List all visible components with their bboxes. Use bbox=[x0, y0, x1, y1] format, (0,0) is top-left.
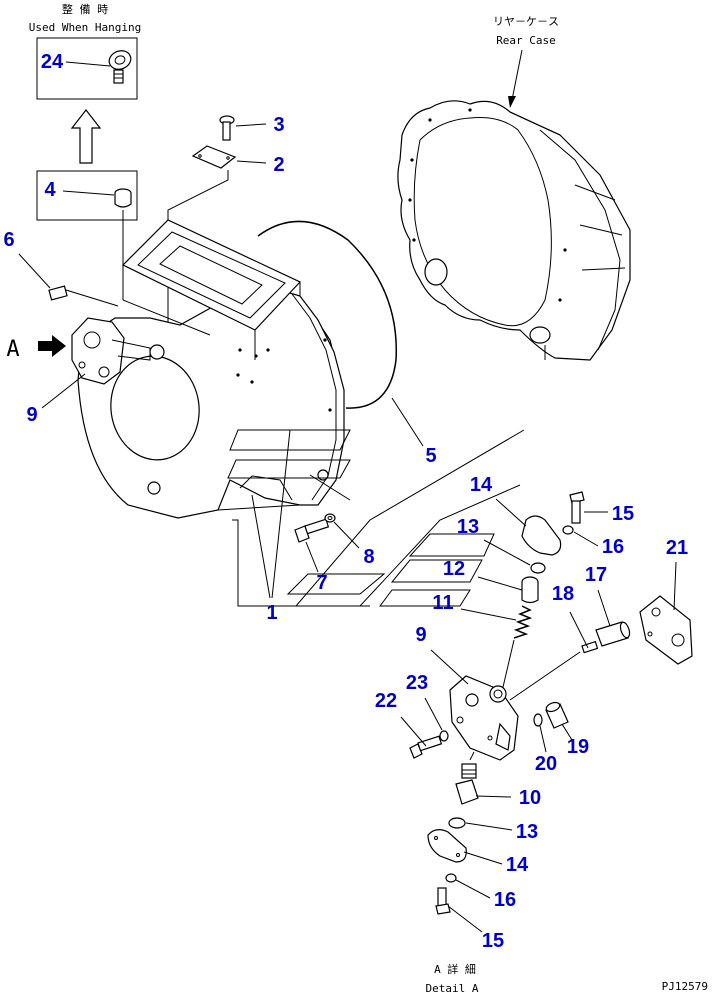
bolt-15-icon bbox=[569, 491, 585, 524]
spring-11-icon bbox=[513, 605, 533, 639]
eye-bolt-icon bbox=[108, 50, 132, 84]
rear-case-label-jp: リヤ－ケ－ス bbox=[493, 15, 559, 28]
callout-16-top: 16 bbox=[602, 536, 624, 558]
o-ring-20-icon bbox=[533, 713, 543, 727]
detail-planes bbox=[227, 429, 525, 607]
washer-8-icon bbox=[324, 513, 336, 523]
callout-10: 10 bbox=[519, 787, 541, 809]
bolt-7-icon bbox=[294, 518, 330, 543]
callout-19: 19 bbox=[567, 736, 589, 758]
seat-12-icon bbox=[521, 576, 539, 604]
callout-20: 20 bbox=[535, 753, 557, 775]
callout-9-detail: 9 bbox=[415, 624, 426, 646]
maint-label-en: Used When Hanging bbox=[29, 21, 142, 34]
callout-1: 1 bbox=[266, 602, 277, 624]
washer-16b-icon bbox=[445, 873, 457, 883]
cover-plate-icon bbox=[191, 145, 237, 169]
callout-18: 18 bbox=[552, 583, 574, 605]
callout-15-bottom: 15 bbox=[482, 930, 504, 952]
detail-title-jp: A 詳 細 bbox=[434, 962, 476, 976]
callout-22: 22 bbox=[375, 690, 397, 712]
cover-plate-14b-icon bbox=[427, 829, 467, 863]
callout-21: 21 bbox=[666, 537, 688, 559]
arrow-right-icon bbox=[38, 335, 66, 357]
callout-8: 8 bbox=[363, 546, 374, 568]
o-ring-13b-icon bbox=[448, 817, 466, 829]
callout-14-top: 14 bbox=[470, 474, 493, 496]
callout-14-bottom: 14 bbox=[506, 854, 529, 876]
bolt-22-icon bbox=[409, 735, 443, 759]
callout-23: 23 bbox=[406, 672, 428, 694]
view-marker-a: A bbox=[6, 337, 19, 362]
plug-10-icon bbox=[455, 763, 479, 805]
callout-11: 11 bbox=[432, 592, 453, 614]
valve-body-detail bbox=[449, 675, 519, 761]
drawing-code: PJ12579 bbox=[662, 980, 708, 993]
plug-19-icon bbox=[545, 701, 569, 729]
callout-13-top: 13 bbox=[457, 516, 479, 538]
pin-18-icon bbox=[581, 640, 599, 654]
plug-6-icon bbox=[48, 285, 68, 301]
callout-2: 2 bbox=[273, 154, 284, 176]
callout-13-bottom: 13 bbox=[516, 821, 538, 843]
o-ring-13-icon bbox=[530, 562, 546, 574]
detail-title-en: Detail A bbox=[426, 982, 479, 995]
rear-case-label-en: Rear Case bbox=[496, 34, 556, 47]
valve-body-small bbox=[71, 317, 151, 385]
up-arrow-icon bbox=[70, 109, 102, 164]
callout-16-bottom: 16 bbox=[494, 889, 516, 911]
callout-17: 17 bbox=[585, 564, 607, 586]
callout-12: 12 bbox=[443, 558, 465, 580]
washer-23-icon bbox=[439, 730, 449, 742]
bolt-15b-icon bbox=[435, 887, 451, 915]
callout-7: 7 bbox=[316, 572, 327, 594]
bolt-icon bbox=[219, 115, 235, 141]
callout-3: 3 bbox=[273, 114, 284, 136]
plug-inset-box bbox=[36, 170, 138, 221]
callout-24: 24 bbox=[41, 51, 64, 73]
plug-icon bbox=[114, 188, 132, 208]
callout-5: 5 bbox=[425, 445, 436, 467]
callout-6: 6 bbox=[3, 229, 14, 251]
cover-plate-14-icon bbox=[521, 515, 562, 556]
spool-17-icon bbox=[595, 621, 631, 647]
callout-4: 4 bbox=[44, 179, 56, 201]
callout-15-top: 15 bbox=[612, 503, 634, 525]
rear-case bbox=[397, 100, 631, 361]
callout-9-top: 9 bbox=[26, 404, 37, 426]
o-ring-large bbox=[257, 220, 398, 409]
gasket-21-icon bbox=[639, 595, 693, 665]
maint-label-jp: 整 備 時 bbox=[62, 2, 108, 16]
washer-16-icon bbox=[562, 525, 574, 535]
hanging-inset-box bbox=[36, 37, 138, 100]
